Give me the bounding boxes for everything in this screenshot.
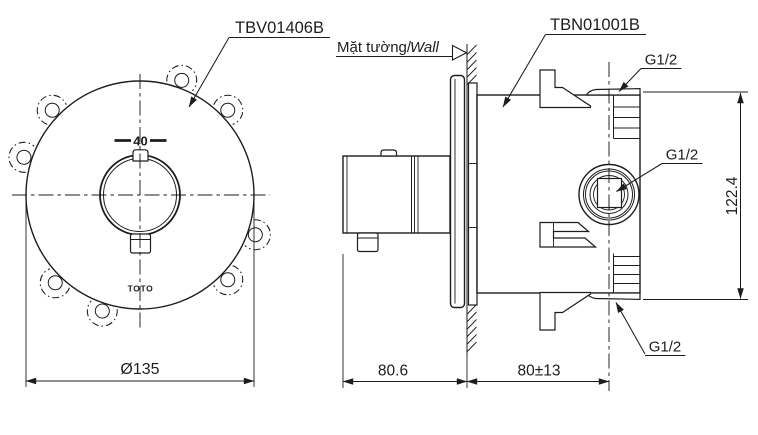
diameter-value: Ø135 <box>120 361 159 378</box>
thread-label-side: G1/2 <box>616 147 703 192</box>
port-square-broach <box>596 177 623 209</box>
front-view: 40 TOTO Ø135 TBV01406B <box>8 19 330 387</box>
height-value: 122.4 <box>724 176 741 215</box>
toto-logo: TOTO <box>128 284 154 294</box>
valve-body <box>476 94 641 294</box>
knob-top-tab <box>132 149 149 162</box>
wall-label: Mặt tường/ Wall <box>336 39 468 61</box>
wall-label-en: Wall <box>410 39 440 56</box>
handle-bottom-tab <box>356 232 379 253</box>
mounting-lug <box>166 64 198 92</box>
mounting-lug <box>39 268 70 299</box>
mounting-bracket-middle <box>539 221 598 248</box>
side-view: TBN01001B Mặt tường/ Wall G1/2 G1/2 G1/2 <box>336 16 748 391</box>
mounting-lug <box>213 265 244 296</box>
wall-leader-triangle <box>451 44 468 61</box>
dimension-height: 122.4 <box>643 91 748 300</box>
knob-bottom-tab <box>129 233 152 254</box>
mounting-lug <box>8 141 35 173</box>
part-label-tbn: TBN01001B <box>502 16 646 108</box>
wall-label-vi: Mặt tường/ <box>337 39 412 56</box>
front-view-centerlines <box>12 74 270 331</box>
thread-size-side: G1/2 <box>666 147 699 164</box>
thread-label-top: G1/2 <box>618 52 682 92</box>
thread-size-bottom: G1/2 <box>649 339 682 356</box>
escutcheon-plate <box>449 74 466 309</box>
mounting-lug <box>36 94 67 125</box>
top-outlet-thread <box>585 87 641 139</box>
dimension-handle-depth: 80.6 <box>342 254 468 388</box>
mounting-lug <box>213 94 244 125</box>
handle-top-tab <box>380 149 398 157</box>
mounting-bracket-bottom <box>539 291 592 331</box>
dimension-embedment: 80±13 <box>466 363 610 385</box>
temperature-value: 40 <box>133 134 147 149</box>
temperature-dial-marking: 40 <box>114 134 167 149</box>
valve-flange-plate <box>467 82 478 306</box>
wall-hatching <box>466 44 477 352</box>
thread-label-bottom: G1/2 <box>615 302 686 357</box>
handle-side <box>342 149 451 253</box>
thread-size-top: G1/2 <box>645 52 678 69</box>
bottom-outlet-thread <box>585 253 641 301</box>
handle-depth-value: 80.6 <box>378 363 408 380</box>
part-number-tbv: TBV01406B <box>235 19 324 37</box>
mounting-lug <box>86 300 118 327</box>
dimension-diameter: Ø135 <box>25 201 255 387</box>
mounting-lug <box>244 219 271 251</box>
part-label-tbv: TBV01406B <box>188 19 330 108</box>
part-number-tbn: TBN01001B <box>550 16 640 34</box>
embedment-value: 80±13 <box>518 363 561 380</box>
mounting-lugs <box>8 64 271 327</box>
wall-section <box>466 44 477 355</box>
mounting-bracket-top <box>539 69 592 109</box>
